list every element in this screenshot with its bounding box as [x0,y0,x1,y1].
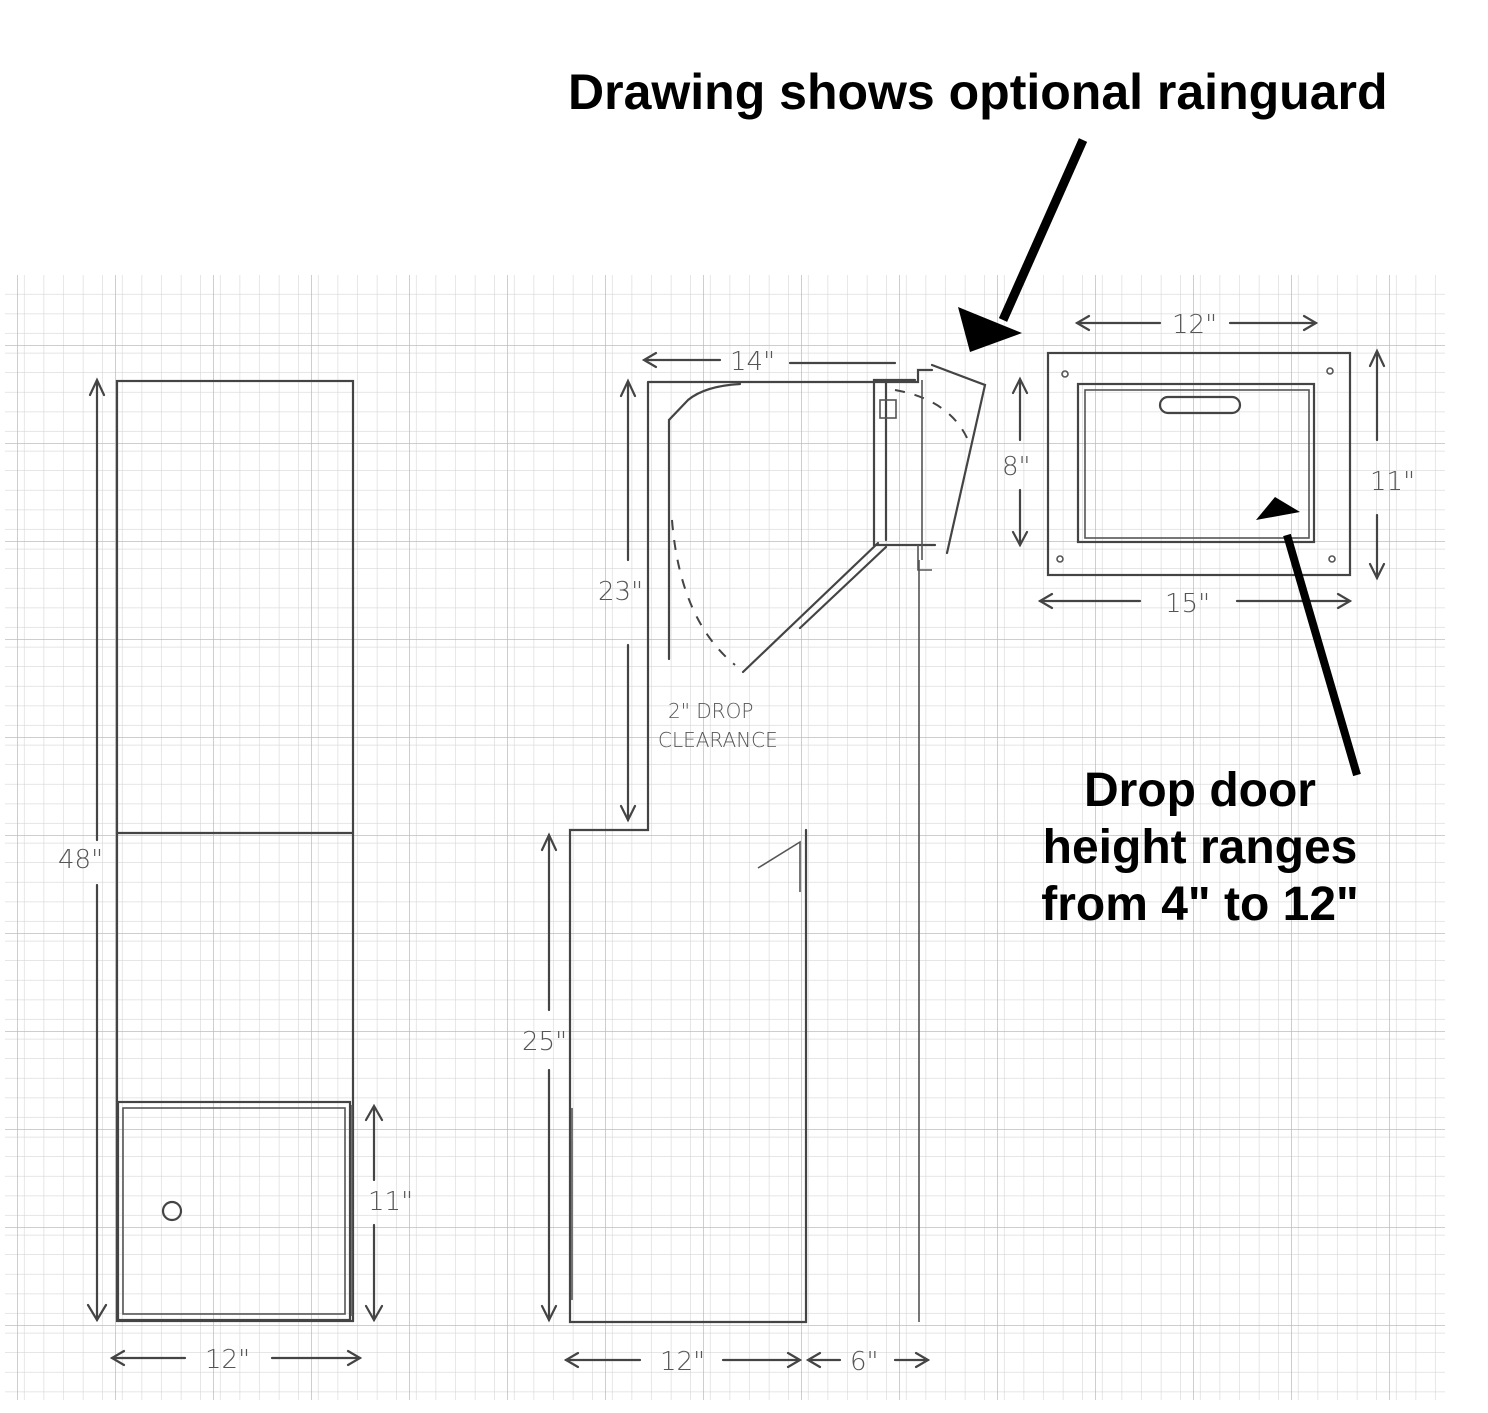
side-view: 14" 23" 25" 8" 2" DROP CLEARANCE 12" 6" [522,347,1031,1377]
front-door [116,1100,352,1322]
door-inner-width-label: 12" [1172,310,1217,340]
front-height-label: 48" [58,845,103,875]
graph-paper-grid [5,275,1445,1400]
side-overhang-label: 6" [850,1347,879,1377]
door-detail-view: 12" 15" 11" [1037,310,1415,619]
door-height-label: 11" [1370,467,1415,497]
rainguard-arrow [998,138,1088,322]
clearance-label-line2: CLEARANCE [658,728,778,752]
drop-door-arrow [1283,533,1361,777]
side-lower-height-label: 25" [522,1027,567,1057]
clearance-label-line1: 2" DROP [668,699,753,723]
lock-icon [161,1200,183,1222]
rainguard-callout: Drawing shows optional rainguard [568,64,1388,120]
drop-door-arrowhead-icon [1256,497,1300,520]
front-door-height-label: 11" [368,1187,413,1217]
front-view: 48" 11" 12" [58,377,413,1375]
drop-door-callout-line2: height ranges [1042,821,1358,874]
drop-door-callout: Drop door height ranges from 4" to 12" [1000,762,1400,933]
door-handle-icon [1158,395,1242,415]
door-outer-width-label: 15" [1165,589,1210,619]
side-base-depth-label: 12" [660,1347,705,1377]
side-top-depth-label: 14" [730,347,775,377]
rainguard-arrowhead-icon [958,307,1022,352]
side-chute-height-label: 8" [1002,452,1031,482]
callout-arrows [958,138,1361,777]
drop-door-callout-line1: Drop door [1084,764,1316,817]
drop-door-callout-line3: from 4" to 12" [1041,878,1359,931]
front-width-label: 12" [205,1345,250,1375]
side-upper-height-label: 23" [598,577,643,607]
